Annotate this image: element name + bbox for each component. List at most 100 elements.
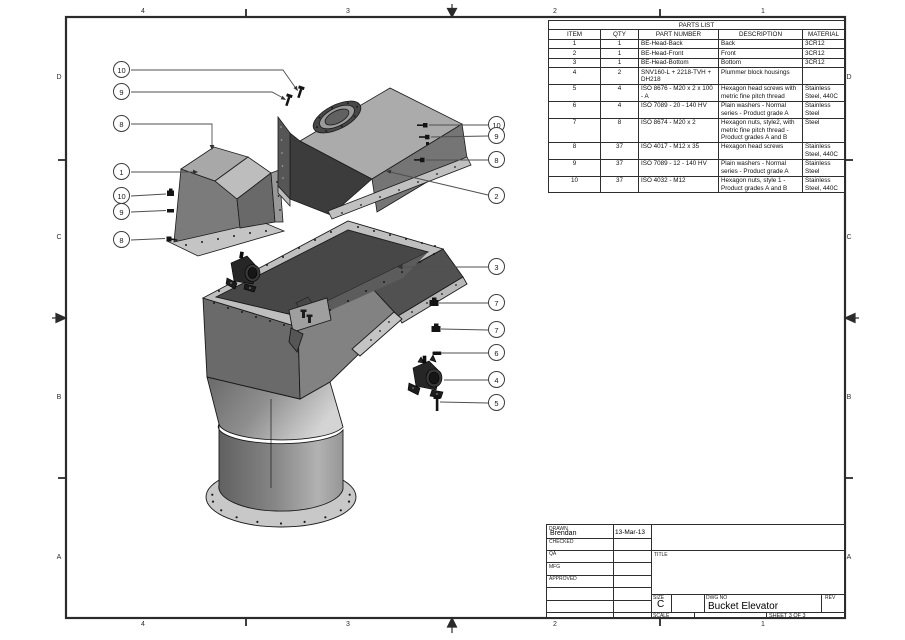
parts-cell-qty: 37: [600, 141, 639, 160]
zone-label-left: A: [56, 554, 62, 561]
parts-cell-part_number: ISO 4032 - M12: [638, 175, 719, 194]
parts-cell-material: Steel: [802, 117, 845, 143]
center-arrow-marks: [52, 4, 859, 633]
parts-cell-material: Stainless Steel, 440C: [802, 141, 845, 160]
zone-label-bottom: 1: [761, 621, 765, 628]
col-header-material: MATERIAL: [802, 29, 845, 40]
zone-label-right: C: [846, 234, 852, 241]
balloon-callout: 7: [488, 321, 505, 338]
zone-label-right: A: [846, 554, 852, 561]
drawn-label: DRAWN: [549, 525, 568, 532]
parts-cell-item: 5: [548, 83, 601, 102]
zone-label-top: 3: [346, 8, 350, 15]
bolt-fastener: [285, 93, 293, 107]
parts-cell-qty: 4: [600, 83, 639, 102]
plummer-block-mounted: [225, 251, 261, 293]
zone-label-bottom: 4: [141, 621, 145, 628]
parts-cell-item: 10: [548, 175, 601, 194]
cylinder: [217, 422, 344, 512]
balloon-callout: 4: [488, 371, 505, 388]
base-flange-holes: [211, 493, 351, 525]
parts-cell-item: 2: [548, 48, 601, 59]
parts-cell-qty: 4: [600, 100, 639, 119]
parts-cell-description: Plain washers - Normal series - Product …: [718, 158, 803, 177]
bolt-fastener: [425, 134, 430, 140]
balloon-callout: 8: [488, 151, 505, 168]
balloon-callout: 8: [113, 115, 130, 132]
bolt-fastener: [166, 236, 172, 242]
parts-cell-part_number: ISO 8674 - M20 x 2: [638, 117, 719, 143]
parts-cell-material: 3CR12: [802, 48, 845, 59]
dwg-no-value: Bucket Elevator: [708, 600, 779, 612]
parts-cell-part_number: BE-Head-Back: [638, 38, 719, 50]
parts-list: PARTS LIST ITEM QTY PART NUMBER DESCRIPT…: [548, 19, 845, 194]
balloon-callout: 10: [113, 187, 130, 204]
parts-cell-item: 6: [548, 100, 601, 119]
bolt-fastener: [423, 123, 428, 128]
parts-cell-part_number: ISO 7089 - 12 - 140 HV: [638, 158, 719, 177]
bottom-part: [201, 220, 468, 528]
drawn-date: 13-Mar-13: [615, 529, 645, 536]
parts-cell-part_number: ISO 8676 - M20 x 2 x 100 - A: [638, 83, 719, 102]
zone-label-right: B: [846, 394, 852, 401]
balloon-callout: 7: [488, 294, 505, 311]
washer-fastener: [167, 209, 174, 213]
mfg-label: MFG: [549, 563, 561, 570]
rev-label: REV: [825, 595, 836, 601]
square-to-round-transition: [206, 376, 344, 441]
checked-label: CHECKED: [549, 539, 574, 545]
bracket: [288, 297, 332, 353]
parts-cell-item: 9: [548, 158, 601, 177]
parts-cell-qty: 37: [600, 175, 639, 194]
parts-cell-description: Plummer block housings: [718, 67, 803, 85]
parts-cell-qty: 2: [600, 67, 639, 85]
washer-fastener: [432, 351, 442, 355]
title-block: DRAWN Brendan 13-Mar-13 CHECKED QA MFG A…: [546, 524, 846, 619]
parts-cell-description: Hexagon head screws with metric fine pit…: [718, 83, 803, 102]
qa-label: QA: [549, 551, 557, 557]
balloon-callout: 10: [113, 61, 130, 78]
balloon-callout: 3: [488, 258, 505, 275]
col-header-description: DESCRIPTION: [718, 29, 803, 40]
parts-cell-material: 3CR12: [802, 57, 845, 69]
parts-cell-qty: 37: [600, 158, 639, 177]
front-part: [277, 87, 472, 220]
parts-cell-description: Back: [718, 38, 803, 50]
balloon-callout: 9: [113, 83, 130, 100]
balloon-callout: 2: [488, 187, 505, 204]
approved-label: APPROVED: [549, 576, 577, 582]
leader-lines: [130, 69, 489, 404]
nut-fastener: [429, 300, 439, 306]
zone-label-top: 2: [553, 8, 557, 15]
parts-cell-item: 3: [548, 57, 601, 69]
parts-cell-item: 1: [548, 38, 601, 50]
parts-cell-item: 7: [548, 117, 601, 143]
zone-label-left: D: [56, 74, 62, 81]
balloon-callout: 9: [113, 203, 130, 220]
nut-fastener: [431, 326, 441, 332]
dwg-no-label: DWG NO: [706, 595, 728, 601]
drawn-value: Brendan: [550, 530, 577, 537]
parts-cell-qty: 1: [600, 38, 639, 50]
parts-cell-description: Hexagon nuts, style 1 - Product grades A…: [718, 175, 803, 194]
parts-cell-qty: 1: [600, 57, 639, 69]
parts-cell-part_number: BE-Head-Front: [638, 48, 719, 59]
nut-fastener: [167, 190, 174, 196]
balloon-callout: 5: [488, 394, 505, 411]
parts-cell-part_number: ISO 4017 - M12 x 35: [638, 141, 719, 160]
parts-cell-description: Hexagon head screws: [718, 141, 803, 160]
parts-cell-description: Plain washers - Normal series - Product …: [718, 100, 803, 119]
size-label: SIZE: [653, 595, 665, 601]
parts-cell-description: Hexagon nuts, style2, with metric fine p…: [718, 117, 803, 143]
balloon-callout: 1: [113, 163, 130, 180]
